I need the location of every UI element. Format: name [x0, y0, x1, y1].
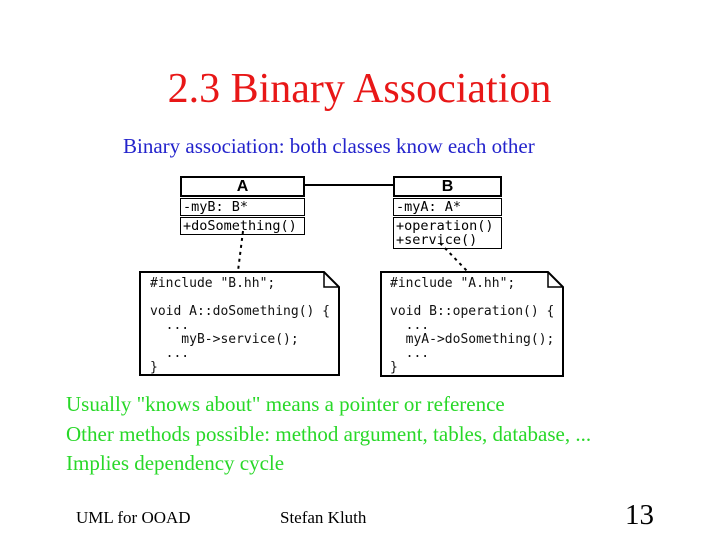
note-b-code-line: ...	[390, 346, 430, 361]
note-a-code: #include "B.hh"; void A::doSomething() {…	[150, 277, 330, 375]
bullet-text-block: Usually "knows about" means a pointer or…	[66, 390, 591, 479]
note-a-code-line: void A::doSomething() {	[150, 304, 331, 319]
bullet-line: Implies dependency cycle	[66, 451, 285, 475]
footer-course-name: UML for OOAD	[76, 508, 191, 527]
class-b-operations: +operation()+service()	[393, 217, 502, 249]
note-b-code-line: ...	[390, 318, 430, 333]
note-b-outline	[380, 271, 564, 377]
class-b-operation: +service()	[396, 232, 478, 248]
bullet-line: Usually "knows about" means a pointer or…	[66, 392, 505, 416]
note-a-code-line: #include "B.hh";	[150, 276, 276, 291]
class-b-name: B	[393, 176, 502, 197]
note-a-code-line: ...	[150, 318, 190, 333]
note-a-connector	[237, 230, 244, 272]
note-a-code-line: }	[150, 360, 158, 375]
note-a-code-line: myB->service();	[150, 332, 299, 347]
class-a-attribute: -myB: B*	[183, 199, 249, 215]
class-a-operation: +doSomething()	[183, 218, 297, 234]
class-a-attributes: -myB: B*	[180, 198, 305, 216]
note-a-code-line: ...	[150, 346, 190, 361]
footer-author-name: Stefan Kluth	[280, 508, 367, 527]
page-number: 13	[625, 499, 654, 531]
uml-class-b: B -myA: A* +operation()+service()	[393, 176, 502, 249]
note-b-fold-corner-icon	[547, 272, 563, 288]
class-b-attribute: -myA: A*	[396, 199, 462, 215]
note-a-outline	[139, 271, 340, 376]
note-a-fold-corner-icon	[323, 272, 339, 288]
slide-title: 2.3 Binary Association	[167, 66, 552, 112]
bullet-line: Other methods possible: method argument,…	[66, 421, 592, 446]
note-b-code-line: void B::operation() {	[390, 304, 555, 319]
class-a-operations: +doSomething()	[180, 217, 305, 235]
slide-subtitle: Binary association: both classes know ea…	[123, 134, 535, 158]
note-b-shape	[380, 271, 564, 377]
note-b-code-line: #include "A.hh";	[390, 276, 516, 291]
note-b-code-line: myA->doSomething();	[390, 332, 555, 347]
class-b-operation: +operation()	[396, 218, 494, 234]
uml-class-a: A -myB: B* +doSomething()	[180, 176, 305, 235]
note-a-shape	[139, 271, 340, 376]
note-b-code: #include "A.hh"; void B::operation() { .…	[390, 277, 554, 375]
note-b-code-line: }	[390, 360, 398, 375]
class-a-name: A	[180, 176, 305, 197]
note-b-code-line	[390, 291, 554, 305]
note-a-code-line	[150, 291, 330, 305]
association-line	[305, 184, 393, 186]
class-b-attributes: -myA: A*	[393, 198, 502, 216]
